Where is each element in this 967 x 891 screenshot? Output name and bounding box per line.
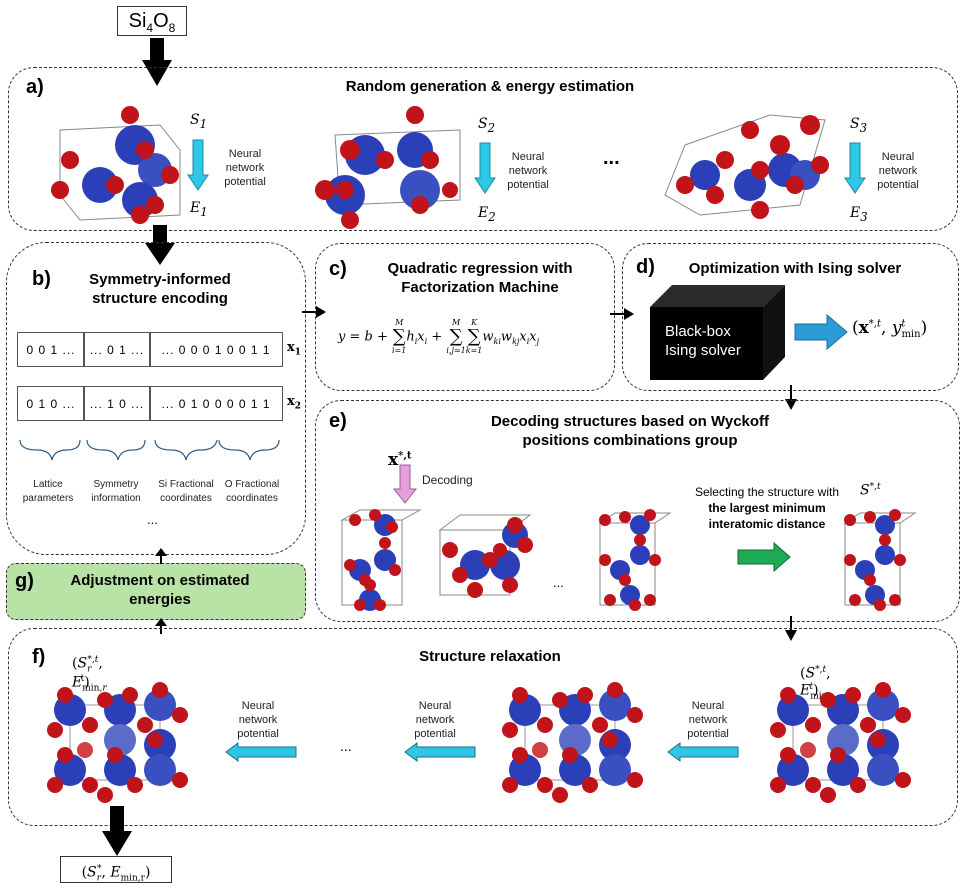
- green-right-arrow: [737, 541, 791, 573]
- panel-c-label: c): [329, 258, 347, 280]
- braces: [19, 439, 280, 461]
- initial-structure-label: (S*,t, Emint): [800, 665, 831, 702]
- ellipsis-a: ...: [603, 147, 620, 169]
- cyan-down-arrow-3: [844, 142, 866, 194]
- input-formula-box: Si4O8: [117, 6, 187, 36]
- selected-structure-label: S*,t: [860, 482, 881, 499]
- arrow-d-to-e: [785, 385, 797, 410]
- vector-1-segment-symmetry: ... 0 1 ...: [83, 332, 151, 367]
- e2-label: E2: [478, 205, 496, 224]
- panel-f: [8, 628, 958, 826]
- brace-lattice: [19, 439, 81, 461]
- pink-down-arrow: [392, 464, 418, 504]
- panel-g: [6, 563, 306, 620]
- cyan-down-arrow-2: [474, 142, 496, 194]
- arrow-g-to-b: [155, 548, 167, 564]
- cyan-left-arrow-2: [404, 742, 476, 762]
- panel-a-title: Random generation & energy estimation: [345, 78, 635, 95]
- brace-o: [218, 439, 280, 461]
- ellipsis-e: ...: [553, 575, 564, 590]
- arrow-f-to-g: [155, 618, 167, 634]
- blue-right-arrow: [794, 313, 848, 351]
- decoding-input-vector: x*,t: [388, 450, 412, 470]
- relaxed-structure-label: (Sr*,t, Emin,rt): [72, 655, 107, 694]
- intermediate-structure: [502, 682, 643, 803]
- decoding-label: Decoding: [422, 473, 473, 487]
- decoded-structure-3: [598, 509, 672, 611]
- brace-symmetry: [86, 439, 146, 461]
- panel-g-label: g): [15, 570, 34, 592]
- vector-1-segment-lattice: 0 0 1 ...: [17, 332, 85, 367]
- crystal-structure-3: [664, 114, 829, 219]
- s1-label: S1: [190, 112, 208, 131]
- brace-si: [154, 439, 218, 461]
- ellipsis-f: ...: [340, 738, 352, 754]
- black-box-solver-icon: [650, 285, 785, 380]
- decoded-structure-2: [438, 514, 533, 598]
- selected-structure: [843, 509, 917, 611]
- s2-label: S2: [478, 116, 496, 135]
- arrow-input-to-a: [142, 38, 172, 86]
- panel-f-label: f): [32, 646, 46, 668]
- arrow-e-to-f: [785, 616, 797, 641]
- vector-1-label: x1: [287, 340, 302, 358]
- cyan-left-arrow-3: [667, 742, 739, 762]
- panel-e-label: e): [329, 410, 347, 432]
- panel-a-label: a): [26, 76, 44, 98]
- vector-2-segment-symmetry: ... 1 0 ...: [83, 386, 151, 421]
- cyan-down-arrow-1: [187, 139, 209, 191]
- solver-output: (x*,t, ytmin): [852, 318, 928, 341]
- arrow-a-to-b: [145, 225, 175, 265]
- panel-e: [315, 400, 960, 622]
- arrow-c-to-d: [610, 308, 634, 320]
- vector-2-segment-coords: ... 0 1 0 0 0 0 1 1: [149, 386, 283, 421]
- relaxed-structure: [47, 682, 188, 803]
- panel-c: [315, 243, 615, 391]
- vector-1-segment-coords: ... 0 0 0 1 0 0 1 1: [149, 332, 283, 367]
- initial-structure: [770, 682, 911, 803]
- panel-d-label: d): [636, 256, 655, 278]
- panel-a: [8, 67, 958, 231]
- crystal-structure-1: [51, 106, 181, 224]
- panel-b-label: b): [32, 268, 51, 290]
- vector-2-segment-lattice: 0 1 0 ...: [17, 386, 85, 421]
- e1-label: E1: [190, 200, 208, 219]
- decoded-structure-1: [340, 509, 422, 611]
- panel-f-title: Structure relaxation: [419, 648, 561, 665]
- vector-2-label: x2: [287, 394, 302, 412]
- final-output-box: (Sr*, Emin,r): [60, 856, 172, 883]
- arrow-f-to-output: [102, 806, 132, 856]
- s3-label: S3: [850, 116, 868, 135]
- panel-d-title: Optimization with Ising solver: [688, 260, 902, 277]
- cyan-left-arrow-1: [225, 742, 297, 762]
- ellipsis-b: ...: [147, 512, 158, 527]
- e3-label: E3: [850, 205, 868, 224]
- panel-b: [6, 242, 306, 555]
- crystal-structure-2: [315, 106, 461, 229]
